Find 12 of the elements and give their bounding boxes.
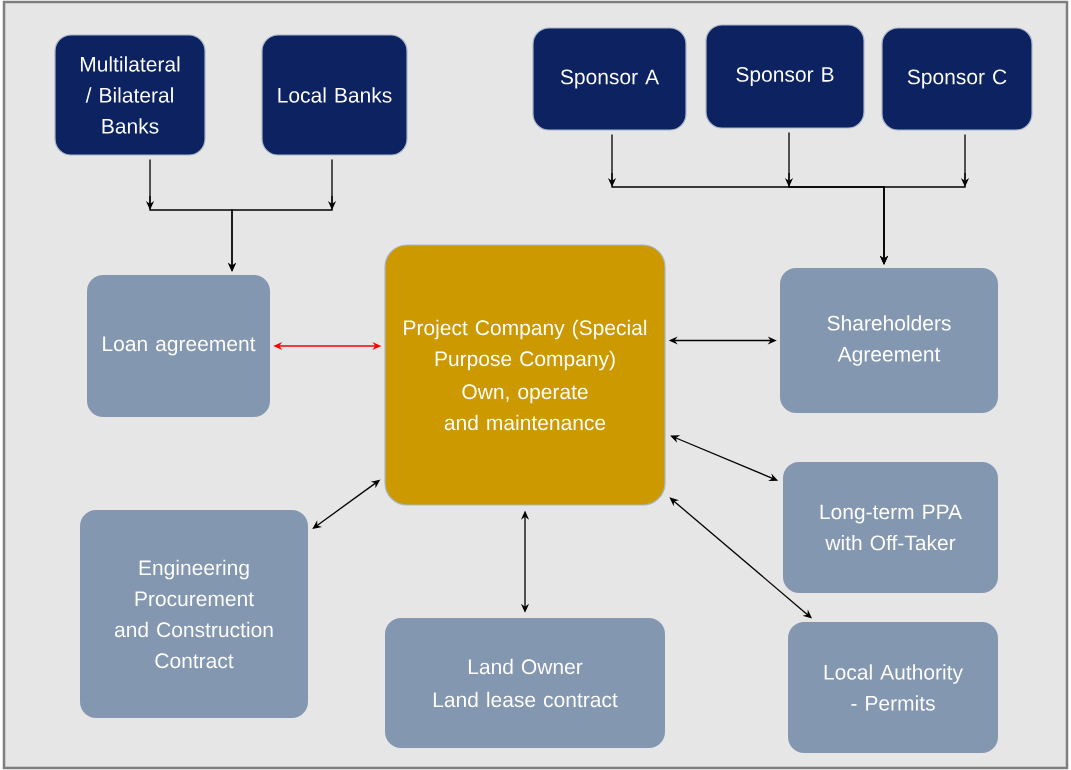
agreement-box: Local Authority - Permits (788, 622, 998, 753)
party-box: Sponsor B (705, 24, 865, 129)
agreement-box: Long-term PPA with Off-Taker (783, 462, 998, 593)
party-box: Multilateral / Bilateral Banks (54, 34, 206, 156)
agreement-box: Shareholders Agreement (780, 268, 998, 413)
party-box: Local Banks (261, 34, 408, 156)
company-box: Project Company (Special Purpose Company) Own, operate and maintenance (384, 244, 666, 506)
party-box: Sponsor A (532, 27, 687, 131)
agreement-box: Engineering Procurement and Construction Contract (80, 510, 308, 718)
party-box: Sponsor C (881, 27, 1033, 131)
agreement-box: Land Owner Land lease contract (385, 618, 665, 748)
agreement-box: Loan agreement (87, 275, 270, 417)
